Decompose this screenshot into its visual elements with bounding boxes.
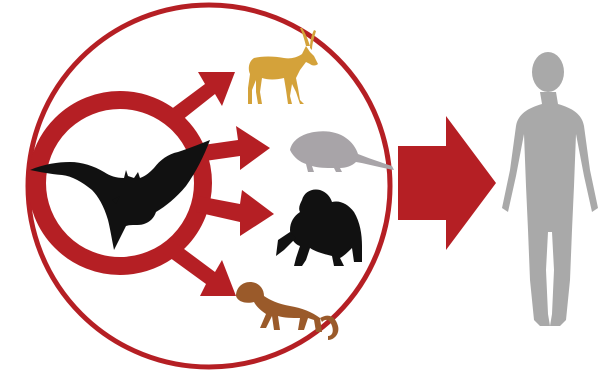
antelope-horns (300, 28, 316, 50)
arrow-to-human (398, 116, 496, 250)
arrow-to-monkey (162, 240, 236, 296)
chimpanzee-icon (276, 189, 362, 266)
antelope-icon (248, 28, 318, 104)
human-icon (502, 52, 598, 326)
arrow-to-antelope (162, 72, 235, 128)
monkey-icon (236, 282, 338, 340)
rodent-icon (290, 131, 394, 172)
